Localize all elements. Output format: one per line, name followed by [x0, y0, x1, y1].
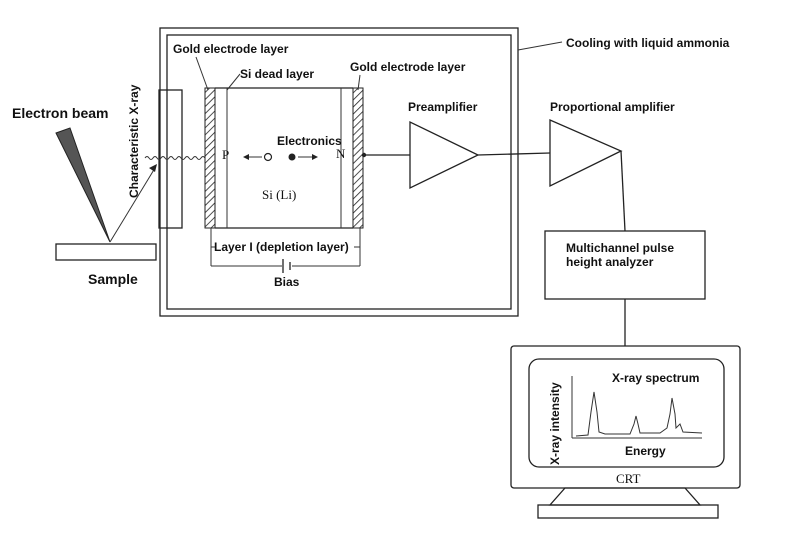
- proportional-amplifier-label: Proportional amplifier: [550, 100, 675, 114]
- bias-label: Bias: [274, 275, 300, 289]
- sample-label: Sample: [88, 271, 138, 287]
- hole-symbol: [263, 152, 273, 162]
- sample: [55, 243, 157, 261]
- detector-window: [158, 89, 183, 229]
- xray-wave: [144, 156, 206, 160]
- crt-stand-neck: [548, 487, 702, 506]
- cooling-leader-line: [517, 41, 563, 51]
- electron-arrowhead: [312, 154, 318, 160]
- cooling-box-outer: [159, 27, 519, 317]
- gold-electrode-left: [204, 87, 216, 229]
- layer-i-label: Layer I (depletion layer): [214, 240, 349, 254]
- gold-right-leader: [357, 74, 361, 91]
- spectrum-title: X-ray spectrum: [612, 371, 699, 385]
- electronics-label: Electronics: [277, 134, 342, 148]
- cooling-box-inner: [166, 34, 512, 310]
- electron-beam-label: Electron beam: [12, 105, 108, 121]
- electron-beam: [55, 127, 111, 243]
- gold-left-leader: [195, 56, 209, 91]
- hole-arrowhead: [243, 154, 249, 160]
- mca-label-line1: Multichannel pulse: [566, 241, 674, 255]
- crt-stand-base: [537, 504, 719, 519]
- x-axis-label: Energy: [625, 444, 666, 458]
- spectrum-trace: [575, 391, 703, 437]
- mca-label-line2: height analyzer: [566, 255, 654, 269]
- electron-symbol: [288, 153, 296, 161]
- y-axis-label: X-ray intensity: [548, 382, 562, 465]
- xray-arrowhead: [149, 164, 157, 172]
- preamplifier-label: Preamplifier: [408, 100, 478, 114]
- preamplifier: [409, 120, 480, 190]
- p-label: P: [222, 147, 229, 162]
- wire-amp-to-mca: [620, 150, 626, 232]
- gold-electrode-right-label: Gold electrode layer: [350, 60, 466, 74]
- proportional-amplifier: [549, 119, 623, 188]
- gold-electrode-left-label: Gold electrode layer: [173, 42, 289, 56]
- gold-electrode-right: [352, 87, 364, 229]
- cooling-label: Cooling with liquid ammonia: [566, 36, 730, 50]
- char-xray-label: Characteristic X-ray: [127, 84, 141, 198]
- si-dead-leader: [226, 73, 241, 91]
- crt-screen: [528, 358, 725, 468]
- crt-label: CRT: [616, 471, 641, 486]
- n-label: N: [336, 146, 346, 161]
- wire-preamp-to-amp: [477, 152, 551, 156]
- si-li-label: Si (Li): [262, 187, 296, 202]
- si-dead-layer-label: Si dead layer: [240, 67, 314, 81]
- xray-arrow: [109, 167, 156, 243]
